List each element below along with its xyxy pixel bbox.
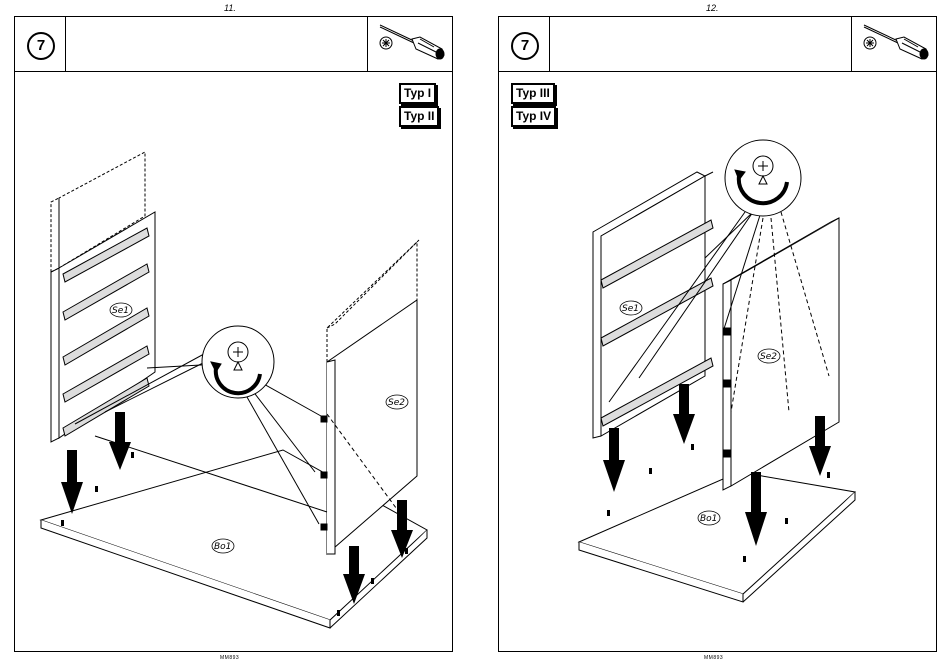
step-cell: 7 bbox=[15, 17, 66, 71]
part-label-se2: Se2 bbox=[388, 398, 405, 408]
step-number: 7 bbox=[511, 32, 539, 60]
sheet-header: 7 bbox=[499, 17, 936, 72]
part-label-bo1: Bo1 bbox=[214, 542, 231, 552]
screwdriver-icon bbox=[368, 17, 452, 71]
rotation-detail bbox=[202, 326, 274, 398]
part-label-se2: Se2 bbox=[760, 352, 777, 362]
footer-code: MM893 bbox=[220, 655, 239, 661]
instruction-sheet: 7 Typ I Typ II bbox=[14, 16, 453, 652]
part-label-se1: Se1 bbox=[112, 306, 129, 316]
step-number: 7 bbox=[27, 32, 55, 60]
side-panel-se1 bbox=[593, 172, 713, 438]
part-label-se1: Se1 bbox=[622, 304, 639, 314]
instruction-sheet: 7 Typ III Typ IV bbox=[498, 16, 937, 652]
assembly-drawing: Se1 Se2 Bo1 bbox=[15, 72, 452, 650]
part-label-bo1: Bo1 bbox=[700, 514, 717, 524]
bottom-panel-bo1 bbox=[579, 472, 855, 602]
page-number: 11. bbox=[224, 3, 236, 13]
screwdriver-icon bbox=[852, 17, 936, 71]
tool-cell bbox=[851, 17, 936, 71]
sheet-header: 7 bbox=[15, 17, 452, 72]
step-cell: 7 bbox=[499, 17, 550, 71]
side-panel-se1 bbox=[51, 152, 155, 442]
rotation-detail bbox=[725, 140, 801, 216]
tool-cell bbox=[367, 17, 452, 71]
assembly-drawing: Se1 Se2 Bo1 bbox=[499, 72, 936, 650]
page-number: 12. bbox=[706, 3, 719, 13]
footer-code: MM893 bbox=[704, 655, 723, 661]
